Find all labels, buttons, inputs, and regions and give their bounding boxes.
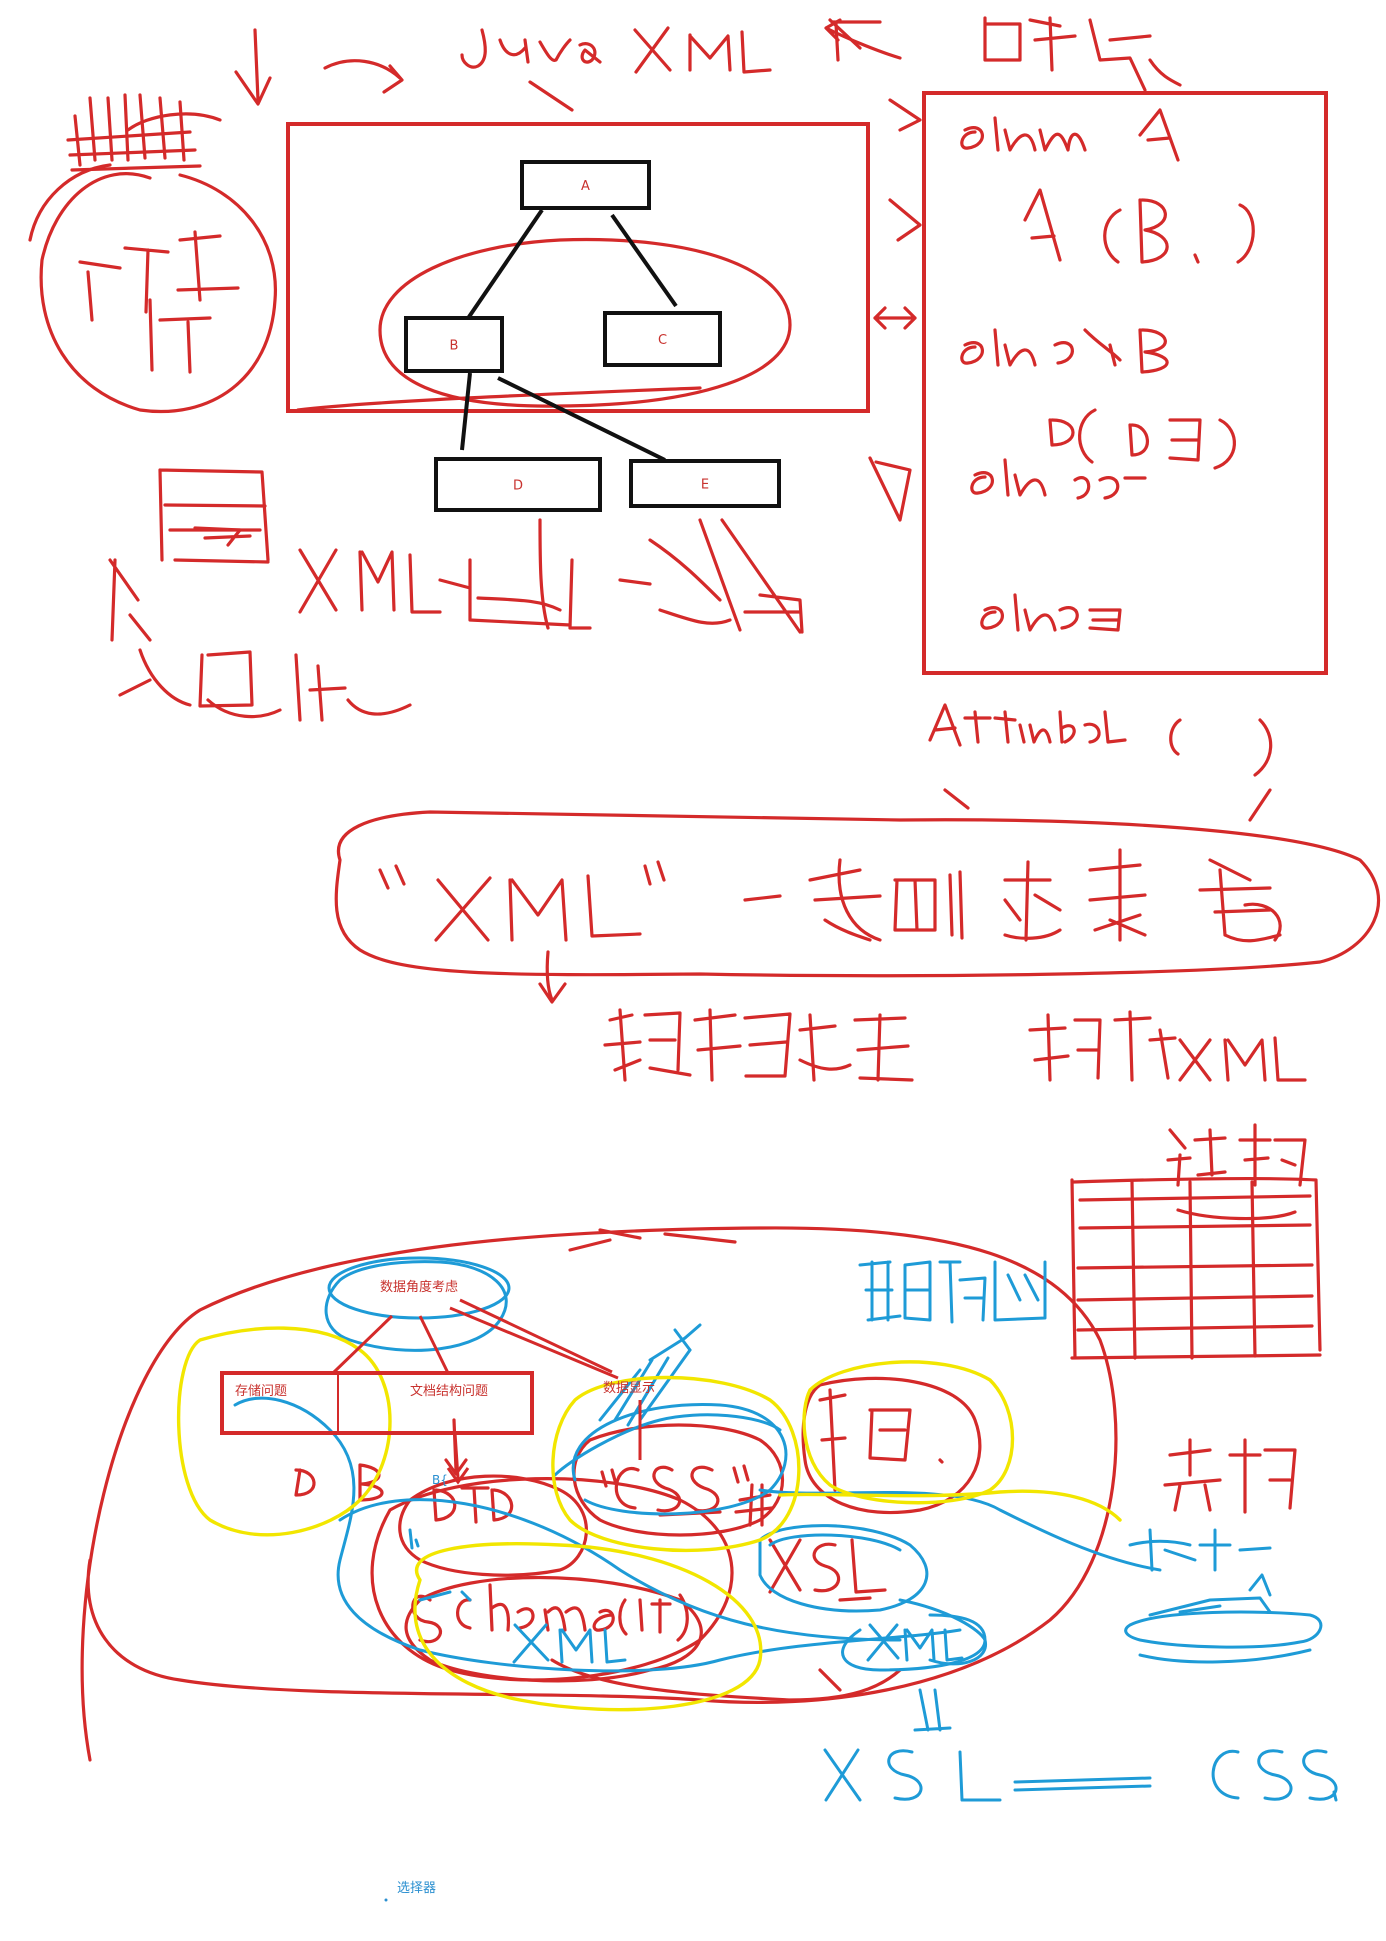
- tree-edge-b-e: [497, 376, 666, 462]
- root-label: 数据角度考虑: [380, 1279, 458, 1295]
- tree-node-label-e: E: [701, 478, 709, 493]
- tree-node-label-d: D: [513, 479, 523, 494]
- element-list-red-frame: [922, 91, 1328, 675]
- tree-frame: [286, 91, 1328, 675]
- tree-node-a: [520, 160, 651, 210]
- tree-edge-a-c: [610, 213, 678, 308]
- selector-dot: [384, 1898, 388, 1902]
- tree-node-d: [434, 457, 602, 512]
- tree-node-label-a: A: [581, 179, 590, 194]
- handwriting-red: [28, 16, 1381, 1762]
- tree-nodes: A B C D E: [404, 160, 781, 512]
- storage-label: 存储问题: [235, 1384, 287, 1399]
- root-ellipse: [327, 1256, 511, 1320]
- handwriting-yellow: [176, 1326, 1122, 1712]
- tree-diagram: A B C D E: [404, 160, 781, 512]
- tree-edge-a-b: [458, 208, 544, 332]
- tree-node-label-b: B: [450, 339, 459, 354]
- tree-node-b: [404, 316, 504, 373]
- tree-node-label-c: C: [658, 333, 667, 348]
- tree-edges: [458, 208, 678, 462]
- xml-diagram: 数据角度考虑 存储问题 文档结构问题 数据显示 B{ 选择器: [220, 1256, 655, 1902]
- structure-label: 文档结构问题: [410, 1384, 488, 1399]
- xml-connectors: [331, 1298, 642, 1485]
- category-box: [220, 1371, 534, 1435]
- tree-red-frame: [286, 122, 870, 413]
- tree-edge-b-d: [460, 372, 472, 451]
- display-label: 数据显示: [603, 1381, 655, 1396]
- b-brace-label: B{: [432, 1473, 448, 1487]
- selector-label: 选择器: [397, 1881, 436, 1896]
- tree-node-e: [629, 459, 781, 508]
- tree-node-c: [603, 311, 722, 367]
